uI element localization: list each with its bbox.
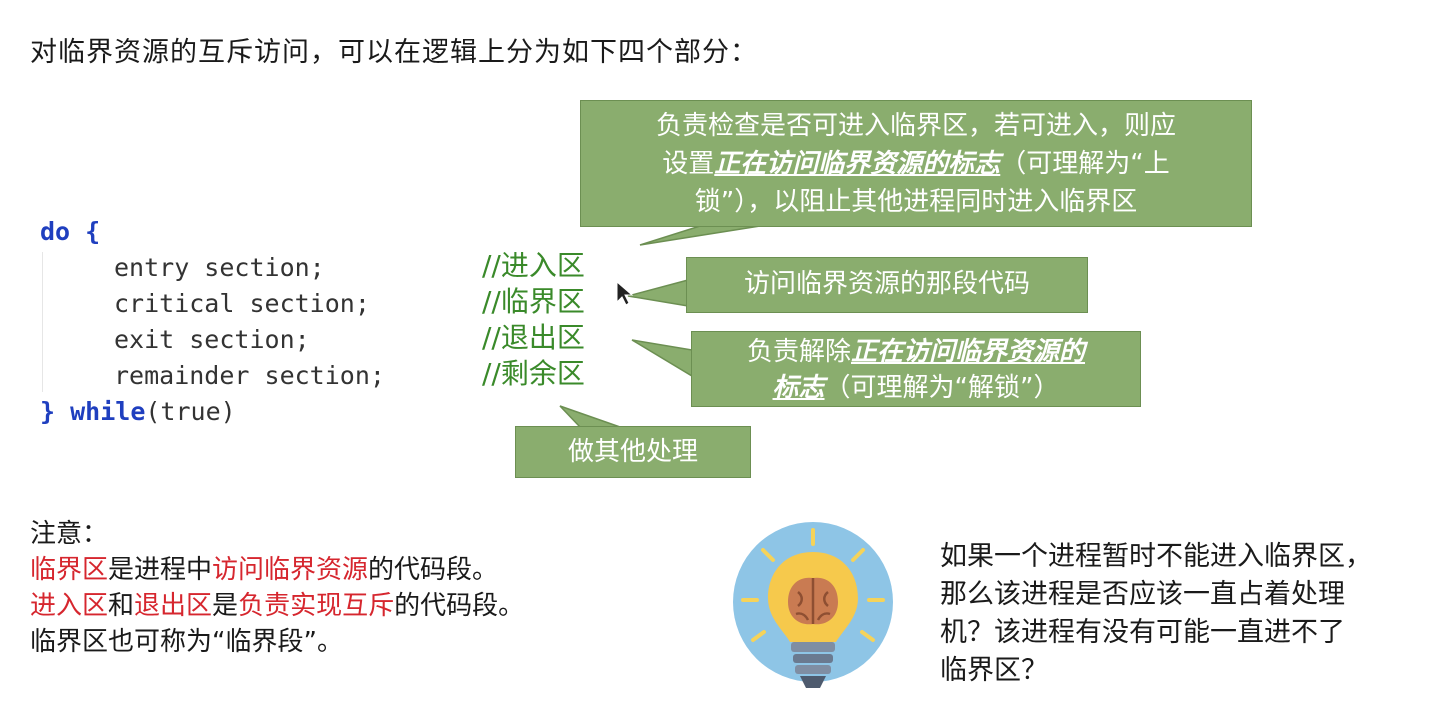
remainder-callout: 做其他处理 [515, 426, 751, 478]
entry-callout-tail [639, 225, 761, 246]
critical-callout: 访问临界资源的那段代码 [686, 257, 1088, 313]
while-keyword: while [70, 397, 146, 426]
entry-callout-line1: 负责检查是否可进入临界区，若可进入，则应 [655, 111, 1176, 141]
code-line-exit: exit section; [114, 325, 310, 354]
do-keyword: do [40, 217, 71, 246]
exit-callout-line2: 标志（可理解为“解锁”） [692, 370, 1140, 406]
open-brace: { [70, 217, 101, 246]
question-line-4: 临界区？ [940, 655, 1048, 686]
mouse-cursor-icon [616, 280, 634, 306]
notes-l2-end: 的代码段。 [394, 591, 525, 621]
notes-l1-red1: 临界区 [30, 555, 109, 585]
exit-callout-tail [631, 339, 693, 378]
question-block: 如果一个进程暂时不能进入临界区， 那么该进程是否应该一直占着处理 机？该进程有没… [940, 538, 1430, 690]
exit-callout-emphasis-2: 标志 [772, 373, 825, 403]
notes-l2-red2: 退出区 [134, 591, 213, 621]
remainder-callout-tail [559, 405, 621, 428]
critical-callout-tail [627, 279, 689, 307]
while-condition: (true) [145, 397, 236, 426]
notes-l2-red1: 进入区 [30, 591, 109, 621]
notes-l1-mid: 是进程中 [108, 555, 213, 585]
code-line-critical: critical section; [114, 289, 370, 318]
close-brace: } [40, 397, 71, 426]
entry-callout-line3: 锁”），以阻止其他进程同时进入临界区 [694, 187, 1138, 217]
entry-callout-line2: 设置正在访问临界资源的标志（可理解为“上 [581, 145, 1251, 183]
question-line-1: 如果一个进程暂时不能进入临界区， [940, 541, 1372, 572]
notes-heading: 注意： [30, 519, 109, 549]
code-line-entry: entry section; [114, 253, 325, 282]
code-line-remainder: remainder section; [114, 361, 385, 390]
comment-remainder: //剩余区 [482, 357, 585, 390]
exit-callout-line1: 负责解除正在访问临界资源的 [692, 334, 1140, 370]
entry-callout-line2-post: （可理解为“上 [1000, 149, 1170, 179]
notes-line-1: 临界区是进程中访问临界资源的代码段。 [30, 552, 524, 588]
notes-l2-mid1: 和 [108, 591, 135, 621]
notes-line-3: 临界区也可称为“临界段”。 [30, 627, 343, 657]
code-gutter-line [42, 252, 43, 392]
code-block: do { entry section; //进入区 critical sectio… [40, 214, 585, 430]
comment-exit: //退出区 [482, 321, 585, 354]
notes-l2-red3: 负责实现互斥 [238, 591, 395, 621]
notes-line-2: 进入区和退出区是负责实现互斥的代码段。 [30, 588, 524, 624]
entry-callout: 负责检查是否可进入临界区，若可进入，则应 设置正在访问临界资源的标志（可理解为“… [580, 100, 1252, 227]
notes-block: 注意： 临界区是进程中访问临界资源的代码段。 进入区和退出区是负责实现互斥的代码… [30, 516, 524, 660]
notes-l1-red2: 访问临界资源 [212, 555, 369, 585]
exit-callout-line1-pre: 负责解除 [746, 337, 851, 367]
comment-critical: //临界区 [482, 285, 585, 318]
exit-callout-line2-post: （可理解为“解锁”） [824, 373, 1060, 403]
question-line-3: 机？该进程有没有可能一直进不了 [940, 617, 1345, 648]
entry-callout-emphasis: 正在访问临界资源的标志 [714, 149, 1001, 179]
notes-l2-mid2: 是 [212, 591, 239, 621]
exit-callout-emphasis: 正在访问临界资源的 [851, 337, 1086, 367]
slide-title: 对临界资源的互斥访问，可以在逻辑上分为如下四个部分： [30, 37, 758, 68]
lightbulb-brain-icon [733, 522, 893, 688]
question-line-2: 那么该进程是否应该一直占着处理 [940, 579, 1345, 610]
notes-l1-end: 的代码段。 [368, 555, 499, 585]
comment-entry: //进入区 [482, 249, 585, 282]
exit-callout: 负责解除正在访问临界资源的 标志（可理解为“解锁”） [691, 331, 1141, 407]
entry-callout-line2-pre: 设置 [662, 149, 715, 179]
